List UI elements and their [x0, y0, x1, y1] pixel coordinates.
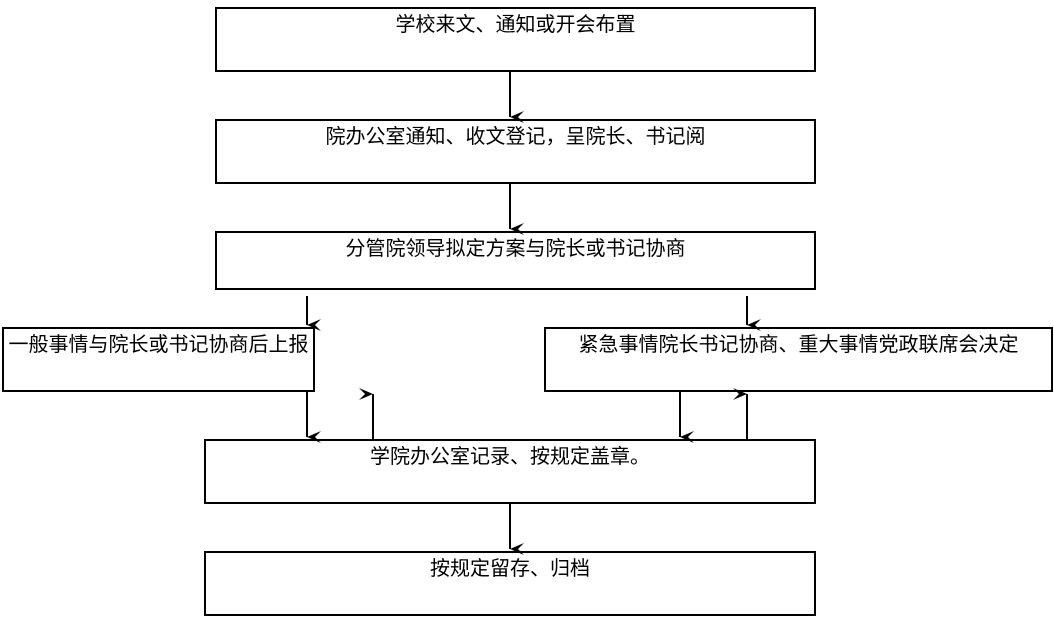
node-general-matters: 一般事情与院长或书记协商后上报 [2, 327, 315, 392]
node-office-register: 院办公室通知、收文登记，呈院长、书记阅 [215, 119, 816, 184]
node-label: 分管院领导拟定方案与院长或书记协商 [345, 236, 686, 260]
node-archive: 按规定留存、归档 [204, 551, 816, 616]
node-label: 学校来文、通知或开会布置 [395, 12, 636, 36]
node-label: 紧急事情院长书记协商、重大事情党政联席会决定 [578, 332, 1019, 356]
node-label: 学院办公室记录、按规定盖章。 [370, 444, 650, 468]
node-office-record: 学院办公室记录、按规定盖章。 [204, 439, 816, 504]
node-label: 院办公室通知、收文登记，呈院长、书记阅 [325, 124, 706, 148]
node-school-notice: 学校来文、通知或开会布置 [215, 7, 816, 72]
node-label: 按规定留存、归档 [430, 556, 590, 580]
node-urgent-matters: 紧急事情院长书记协商、重大事情党政联席会决定 [544, 327, 1053, 392]
node-leader-plan: 分管院领导拟定方案与院长或书记协商 [215, 231, 816, 290]
node-label: 一般事情与院长或书记协商后上报 [8, 332, 309, 356]
